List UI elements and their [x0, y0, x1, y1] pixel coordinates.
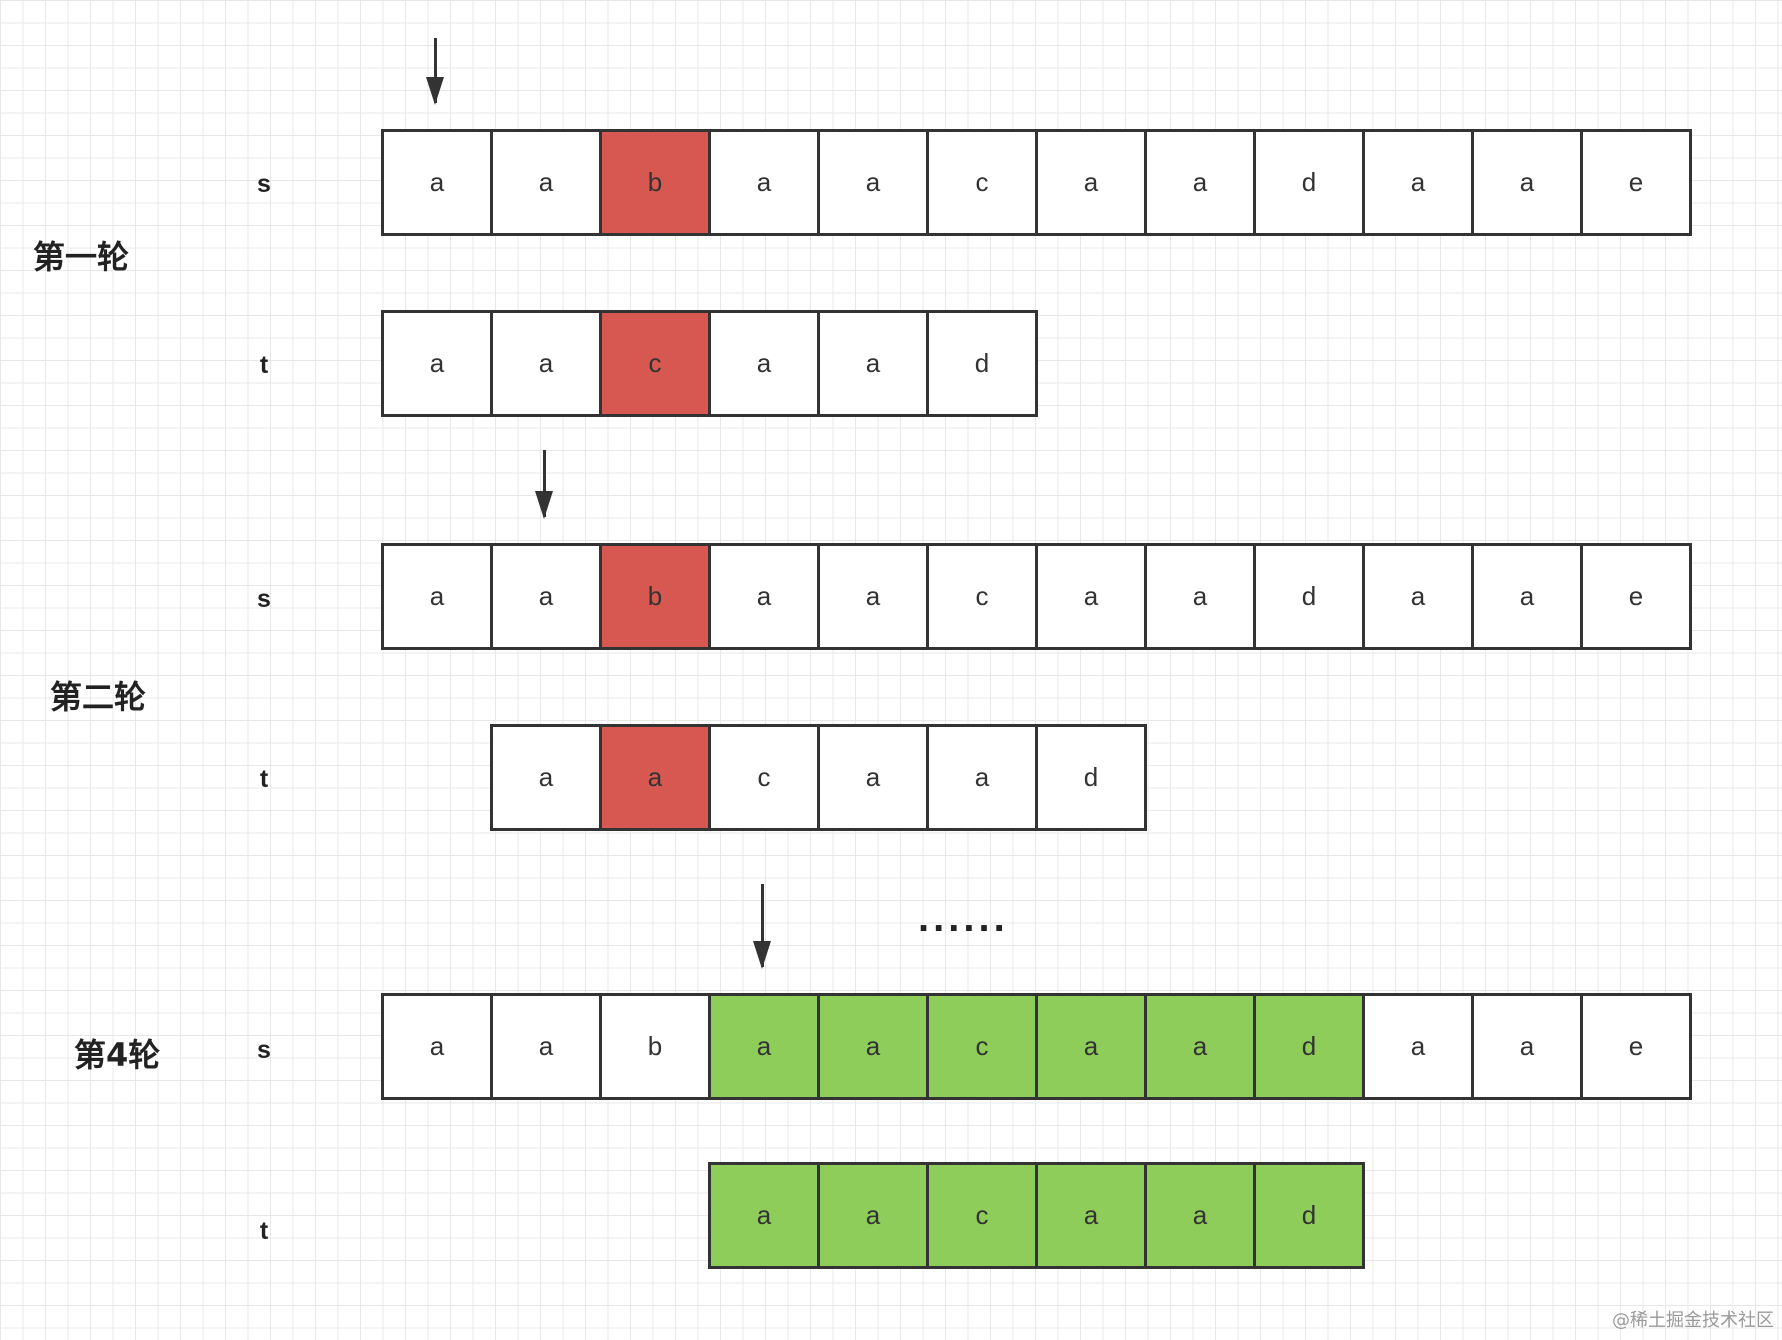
round-4-label: 第4轮 — [74, 1036, 161, 1074]
round-2-t-cell: a — [817, 724, 929, 831]
round-2-s-cell: a — [381, 543, 493, 650]
round-2-s-cell: a — [490, 543, 602, 650]
round-2-s-cell: e — [1580, 543, 1692, 650]
round-2-s-cell: a — [708, 543, 820, 650]
round-1-s-label: s — [257, 170, 271, 198]
round-3-s-cell: a — [490, 993, 602, 1100]
round-3-s-cell: a — [708, 993, 820, 1100]
round-3-s-cell: a — [1035, 993, 1147, 1100]
round-4-pointer-arrow — [753, 884, 771, 969]
round-4-s-label: s — [257, 1036, 271, 1064]
round-1-s-cell: e — [1580, 129, 1692, 236]
round-2-s-cell: a — [817, 543, 929, 650]
round-1-s-cell: a — [490, 129, 602, 236]
round-1-t-cell: a — [381, 310, 493, 417]
round-1-s-cell: b — [599, 129, 711, 236]
round-3-s-cell: d — [1253, 993, 1365, 1100]
round-1-s-cell: a — [1362, 129, 1474, 236]
round-2-s-cell: a — [1035, 543, 1147, 650]
round-2-s-cell: a — [1362, 543, 1474, 650]
round-1-s-cell: a — [381, 129, 493, 236]
round-1-t-cell: d — [926, 310, 1038, 417]
round-3-s-cell: b — [599, 993, 711, 1100]
round-1-s-cell: a — [817, 129, 929, 236]
round-1-label: 第一轮 — [33, 238, 130, 276]
round-1-t-cell: a — [817, 310, 929, 417]
round-1-s-cell: a — [708, 129, 820, 236]
round-2-t-label: t — [259, 765, 269, 793]
round-3-t-cell: d — [1253, 1162, 1365, 1269]
watermark: @稀土掘金技术社区 — [1612, 1310, 1774, 1331]
round-2-label: 第二轮 — [50, 678, 147, 716]
round-1-s-cell: a — [1035, 129, 1147, 236]
round-3-s-cell: c — [926, 993, 1038, 1100]
round-4-t-label: t — [259, 1217, 269, 1245]
round-3-s-cell: e — [1580, 993, 1692, 1100]
round-1-s-cell: a — [1144, 129, 1256, 236]
round-2-s-cell: d — [1253, 543, 1365, 650]
round-1-s-cell: d — [1253, 129, 1365, 236]
round-1-t-cell: a — [490, 310, 602, 417]
round-2-t-cell: c — [708, 724, 820, 831]
round-2-t-cell: a — [926, 724, 1038, 831]
round-1-t-cell: a — [708, 310, 820, 417]
round-3-t-cell: a — [1035, 1162, 1147, 1269]
round-2-s-cell: b — [599, 543, 711, 650]
ellipsis: ...... — [918, 896, 1009, 940]
round-3-t-cell: a — [817, 1162, 929, 1269]
round-2-s-cell: a — [1471, 543, 1583, 650]
round-2-t-cell: a — [599, 724, 711, 831]
round-1-t-label: t — [259, 351, 269, 379]
round-1-s-cell: c — [926, 129, 1038, 236]
round-2-t-cell: d — [1035, 724, 1147, 831]
round-1-pointer-arrow — [426, 38, 444, 105]
round-3-s-cell: a — [1144, 993, 1256, 1100]
round-2-t-cell: a — [490, 724, 602, 831]
round-2-s-label: s — [257, 585, 271, 613]
round-3-s-cell: a — [1471, 993, 1583, 1100]
round-3-t-cell: c — [926, 1162, 1038, 1269]
round-2-s-cell: c — [926, 543, 1038, 650]
round-1-t-cell: c — [599, 310, 711, 417]
round-2-s-cell: a — [1144, 543, 1256, 650]
round-3-t-cell: a — [708, 1162, 820, 1269]
round-3-t-cell: a — [1144, 1162, 1256, 1269]
round-3-s-cell: a — [381, 993, 493, 1100]
round-3-s-cell: a — [1362, 993, 1474, 1100]
round-3-s-cell: a — [817, 993, 929, 1100]
round-2-pointer-arrow — [535, 450, 553, 519]
round-1-s-cell: a — [1471, 129, 1583, 236]
